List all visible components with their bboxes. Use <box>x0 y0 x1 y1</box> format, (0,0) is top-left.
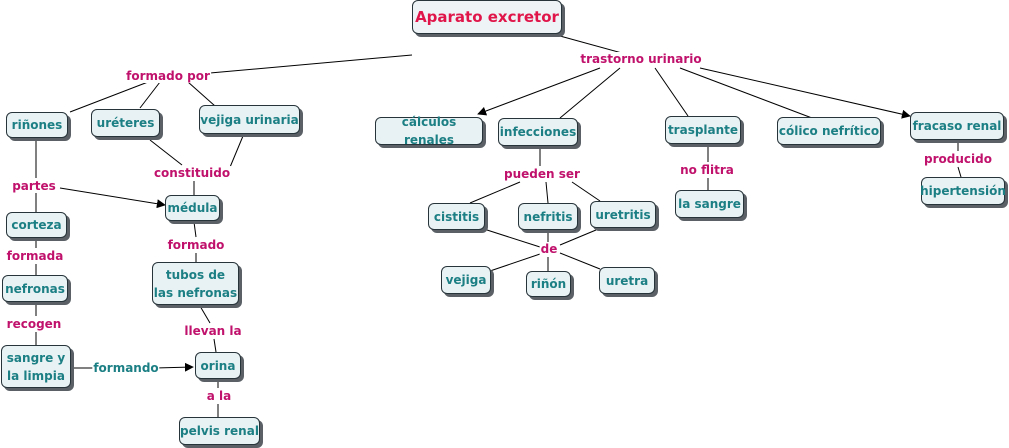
node-medula[interactable]: médula <box>165 195 220 221</box>
link-formado-por: formado por <box>125 69 211 83</box>
node-rinon[interactable]: riñón <box>526 271 571 297</box>
link-formando: formando <box>92 361 160 375</box>
node-ureteres[interactable]: uréteres <box>91 109 160 137</box>
link-constituido: constituido <box>152 166 232 180</box>
node-calculos-renales[interactable]: cálculos renales <box>375 115 483 147</box>
node-vejiga-urinaria[interactable]: vejiga urinaria <box>199 105 300 134</box>
node-uretritis[interactable]: uretritis <box>590 201 656 228</box>
node-nefritis[interactable]: nefritis <box>518 203 578 230</box>
node-colico-nefritico[interactable]: cólico nefrítico <box>777 117 881 145</box>
link-producido: producido <box>923 152 993 166</box>
link-partes: partes <box>11 179 57 193</box>
node-infecciones[interactable]: infecciones <box>498 118 578 146</box>
link-pueden-ser: pueden ser <box>503 167 581 181</box>
node-sangre-y-la-limpia[interactable]: sangre y la limpia <box>1 345 71 388</box>
node-vejiga[interactable]: vejiga <box>441 266 491 294</box>
node-hipertension[interactable]: hipertensión <box>920 177 1006 205</box>
title-node[interactable]: Aparato excretor <box>412 0 562 34</box>
node-la-sangre[interactable]: la sangre <box>675 190 744 218</box>
node-cistitis[interactable]: cistitis <box>428 203 485 230</box>
link-de: de <box>539 242 559 256</box>
link-trastorno-urinario: trastorno urinario <box>579 52 703 66</box>
link-formada: formada <box>5 249 65 263</box>
node-rinones[interactable]: riñones <box>6 112 68 138</box>
link-llevan-la: llevan la <box>183 324 243 338</box>
node-pelvis-renal[interactable]: pelvis renal <box>179 417 260 445</box>
node-orina[interactable]: orina <box>195 352 241 379</box>
link-no-flitra: no flitra <box>679 163 735 177</box>
link-a-la: a la <box>205 389 233 403</box>
node-fracaso-renal[interactable]: fracaso renal <box>910 112 1004 140</box>
node-corteza[interactable]: corteza <box>6 212 67 238</box>
link-formado: formado <box>166 238 226 252</box>
node-uretra[interactable]: uretra <box>599 267 655 294</box>
node-trasplante[interactable]: trasplante <box>665 116 741 144</box>
node-nefronas[interactable]: nefronas <box>2 275 68 302</box>
node-tubos-de-las-nefronas[interactable]: tubos de las nefronas <box>152 262 239 305</box>
link-recogen: recogen <box>5 317 63 331</box>
